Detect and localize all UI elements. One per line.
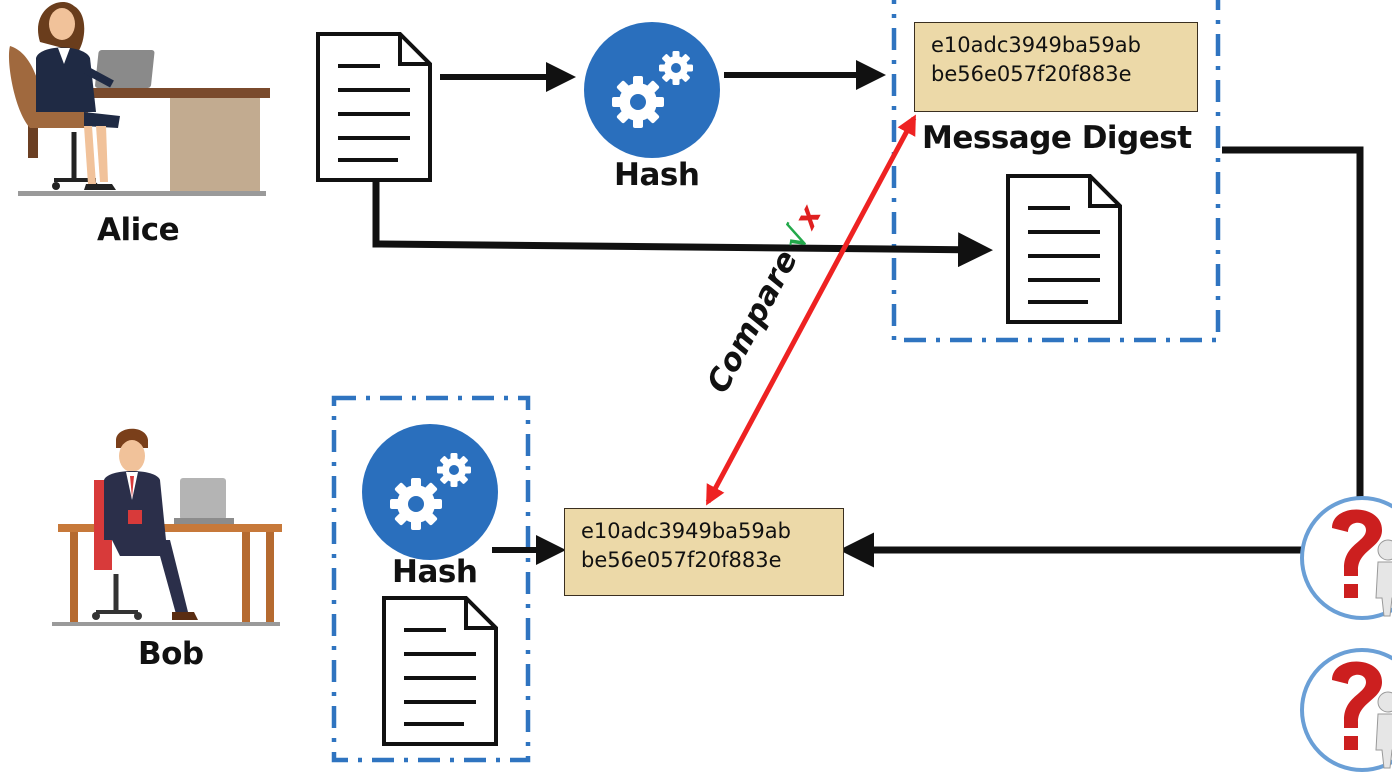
digest-line: be56e057f20f883e (581, 548, 782, 572)
digest-line: be56e057f20f883e (931, 62, 1132, 86)
hash-label-top: Hash (614, 157, 700, 193)
gears-icon (362, 424, 498, 560)
woman-at-desk-icon (8, 2, 270, 196)
document-icon (316, 32, 432, 182)
hash-label-bottom: Hash (392, 554, 478, 590)
document-icon (1006, 174, 1122, 324)
compare-arrow (705, 114, 917, 506)
message-digest-box: e10adc3949ba59ab be56e057f20f883e (914, 22, 1198, 112)
question-mark-figure-icon (1300, 648, 1392, 772)
digest-line: e10adc3949ba59ab (581, 519, 791, 543)
man-at-desk-icon (52, 428, 282, 626)
message-digest-label: Message Digest (922, 120, 1192, 156)
question-mark-figure-icon (1300, 496, 1392, 620)
received-message-container (331, 395, 531, 763)
arrow-transmission (839, 146, 1364, 568)
sent-message-container (891, 0, 1221, 343)
digest-line: e10adc3949ba59ab (931, 33, 1141, 57)
gears-icon (584, 22, 720, 158)
document-icon (382, 596, 498, 746)
bob-label: Bob (138, 636, 204, 672)
computed-digest-box: e10adc3949ba59ab be56e057f20f883e (564, 508, 844, 596)
alice-label: Alice (97, 212, 180, 248)
